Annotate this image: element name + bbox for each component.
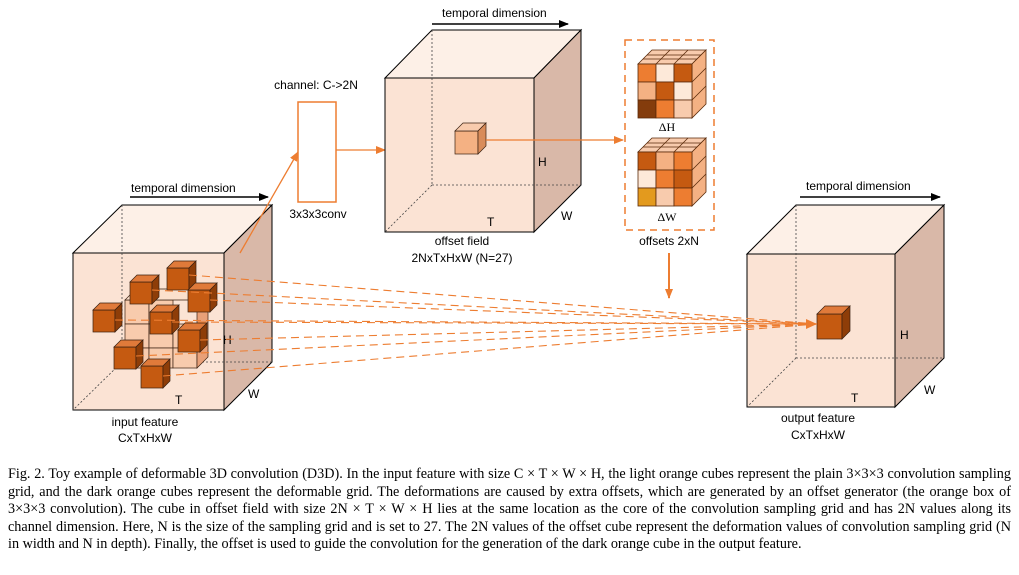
delta-w-label: ΔW	[657, 210, 677, 224]
deformable-cube-6	[177, 322, 208, 353]
output-feature-size: CxTxHxW	[791, 428, 846, 442]
input-temporal-label: temporal dimension	[131, 181, 236, 195]
output-feature-box	[745, 203, 946, 409]
conv-box	[297, 101, 337, 203]
offset-axis-t: T	[487, 215, 495, 229]
input-to-conv-arrow	[239, 151, 299, 254]
figure-caption: Fig. 2. Toy example of deformable 3D con…	[8, 466, 1011, 553]
d3d-diagram: temporal dimension H T W input feature C…	[71, 6, 946, 445]
offset-cube-h	[637, 49, 707, 119]
input-axis-w: W	[248, 387, 260, 401]
offset-field-label: offset field	[435, 234, 489, 248]
offset-cube-w	[637, 137, 707, 207]
offset-temporal-label: temporal dimension	[442, 6, 547, 20]
sampling-arrowhead	[806, 319, 817, 329]
input-axis-h: H	[223, 333, 232, 347]
deformable-cube-4	[92, 302, 123, 333]
deformable-cube-2	[129, 274, 160, 305]
offset-axis-h: H	[538, 155, 547, 169]
deformable-cube-5	[149, 304, 180, 335]
offset-axis-w: W	[561, 209, 573, 223]
deformable-cube-7	[113, 339, 144, 370]
output-axis-t: T	[851, 391, 859, 405]
input-feature-label: input feature	[112, 415, 179, 429]
output-temporal-label: temporal dimension	[806, 179, 911, 193]
offsets-label: offsets 2xN	[639, 234, 699, 248]
output-axis-w: W	[924, 383, 936, 397]
sampling-lines	[114, 274, 818, 377]
offset-cube	[454, 122, 487, 155]
output-feature-label: output feature	[781, 411, 855, 425]
offset-field-box	[383, 28, 583, 234]
input-axis-t: T	[175, 393, 183, 407]
input-feature-size: CxTxHxW	[118, 431, 173, 445]
offset-field-size: 2NxTxHxW (N=27)	[411, 251, 512, 265]
conv-label: 3x3x3conv	[289, 207, 346, 221]
delta-h-label: ΔH	[659, 120, 676, 134]
output-axis-h: H	[900, 328, 909, 342]
deformable-cube-3	[187, 282, 218, 313]
conv-channel-label: channel: C->2N	[274, 78, 358, 92]
deformable-cube-8	[140, 358, 171, 389]
output-cube	[816, 305, 851, 340]
offsets-dashed-box	[624, 39, 715, 231]
